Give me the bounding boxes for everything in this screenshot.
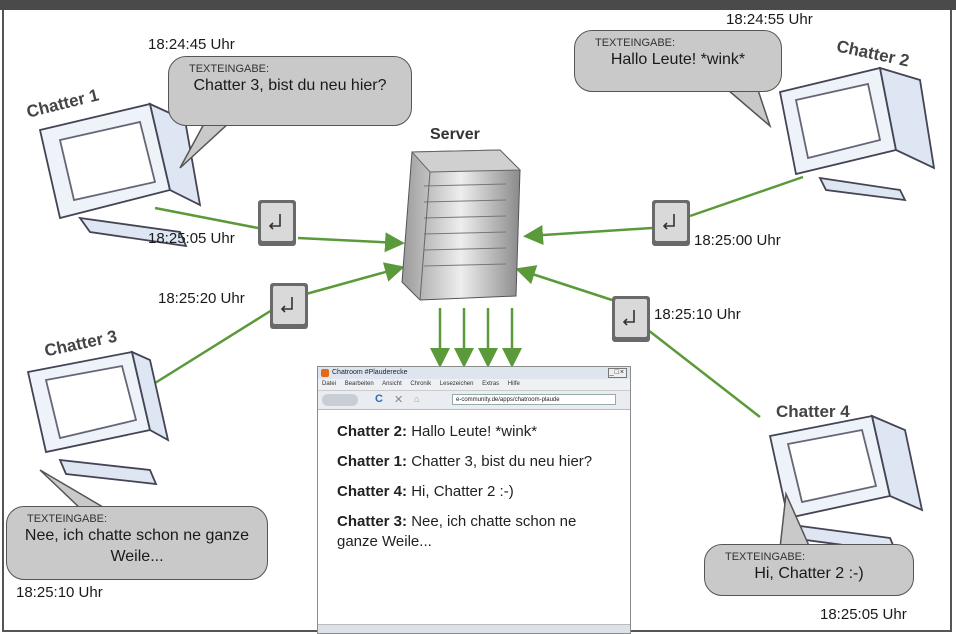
browser-title-bar: Chatroom #Plauderecke _□×: [318, 367, 630, 379]
chatroom-browser-window: Chatroom #Plauderecke _□× Datei Bearbeit…: [317, 366, 631, 634]
menu-bearbeiten[interactable]: Bearbeiten: [344, 381, 374, 387]
menu-lesezeichen[interactable]: Lesezeichen: [439, 381, 474, 387]
browser-status-bar: [318, 624, 630, 633]
line-c4: [647, 329, 761, 418]
bubble-c4: TEXTEINGABE: Hi, Chatter 2 :-): [704, 544, 914, 596]
enter-key-c1: [258, 200, 296, 246]
chat-sender: Chatter 3:: [337, 513, 408, 530]
chat-sender: Chatter 1:: [337, 453, 408, 470]
timestamp-c3-sent: 18:25:20 Uhr: [158, 290, 245, 307]
window-controls[interactable]: _□×: [607, 368, 627, 378]
arrow-c1-server: [297, 232, 405, 253]
browser-app-icon: [321, 369, 329, 377]
chat-message: Chatter 4: Hi, Chatter 2 :-): [337, 482, 612, 502]
browser-menu-bar: Datei Bearbeiten Ansicht Chronik Lesezei…: [318, 379, 630, 391]
browser-nav-bar: C ✕ ⌂ e-community.de/apps/chatroom-plaud…: [318, 391, 630, 410]
menu-extras[interactable]: Extras: [482, 381, 500, 387]
bubble-c3-text: Nee, ich chatte schon ne ganze Weile...: [24, 527, 250, 565]
connection-lines: [154, 175, 804, 418]
url-field[interactable]: e-community.de/apps/chatroom-plaude: [452, 394, 616, 405]
arrow-c4-server: [515, 265, 613, 302]
chat-text: Hallo Leute! *wink*: [411, 423, 538, 440]
menu-ansicht[interactable]: Ansicht: [382, 381, 402, 387]
stop-icon[interactable]: ✕: [394, 394, 404, 406]
enter-key-c4: [612, 296, 650, 342]
timestamp-c1-typed: 18:24:45 Uhr: [148, 36, 235, 53]
chat-text: Chatter 3, bist du neu hier?: [411, 453, 593, 470]
monitor-c1: [38, 102, 202, 248]
timestamp-c3-typed: 18:25:10 Uhr: [16, 584, 103, 601]
chat-sender: Chatter 2:: [337, 423, 408, 440]
chat-text: Nee, ich chatte schon ne ganze Weile...: [337, 513, 577, 550]
bubble-c1-text: Chatter 3, bist du neu hier?: [193, 77, 387, 94]
chat-message: Chatter 1: Chatter 3, bist du neu hier?: [337, 452, 612, 472]
timestamp-c2-sent: 18:25:00 Uhr: [694, 232, 781, 249]
bubble-c1-caption: TEXTEINGABE:: [189, 63, 270, 75]
menu-hilfe[interactable]: Hilfe: [507, 381, 520, 387]
timestamp-c4-sent: 18:25:10 Uhr: [654, 306, 741, 323]
line-c1: [154, 206, 259, 230]
bubble-c3-caption: TEXTEINGABE:: [27, 513, 108, 525]
line-c2: [689, 175, 804, 218]
menu-chronik[interactable]: Chronik: [410, 381, 432, 387]
timestamp-c4-typed: 18:25:05 Uhr: [820, 606, 907, 623]
enter-keys: [258, 200, 690, 342]
browser-title: Chatroom #Plauderecke: [332, 369, 408, 376]
chat-message: Chatter 3: Nee, ich chatte schon ne ganz…: [337, 512, 612, 552]
line-c3: [154, 308, 273, 385]
monitors: [26, 66, 936, 554]
back-forward-icon[interactable]: [322, 394, 358, 406]
bubble-c4-caption: TEXTEINGABE:: [725, 551, 806, 563]
bubble-c2-caption: TEXTEINGABE:: [595, 37, 676, 49]
monitor-c3: [26, 350, 170, 486]
menu-datei[interactable]: Datei: [322, 381, 337, 387]
server-label: Server: [430, 126, 480, 143]
enter-key-c2: [652, 200, 690, 246]
bubble-c3: TEXTEINGABE: Nee, ich chatte schon ne ga…: [6, 506, 268, 580]
timestamp-c2-typed: 18:24:55 Uhr: [726, 11, 813, 28]
enter-key-c3: [270, 283, 308, 329]
arrow-c2-server: [523, 225, 653, 246]
chat-message: Chatter 2: Hallo Leute! *wink*: [337, 422, 612, 442]
bubble-c2: TEXTEINGABE: Hallo Leute! *wink*: [574, 30, 782, 92]
chatter-4-label: Chatter 4: [776, 402, 850, 421]
top-bar: [0, 0, 956, 10]
bubble-c2-text: Hallo Leute! *wink*: [610, 51, 746, 68]
chat-text: Hi, Chatter 2 :-): [411, 483, 514, 500]
chat-sender: Chatter 4:: [337, 483, 408, 500]
server-illustration: [401, 149, 522, 301]
bubble-c4-text: Hi, Chatter 2 :-): [754, 565, 864, 582]
arrow-c3-server: [305, 262, 405, 296]
reload-icon[interactable]: C: [375, 393, 383, 405]
monitor-c4: [768, 414, 924, 554]
home-icon[interactable]: ⌂: [414, 394, 420, 404]
bubble-c1: TEXTEINGABE: Chatter 3, bist du neu hier…: [168, 56, 412, 126]
bubble-tails: [39, 89, 812, 549]
timestamp-c1-sent: 18:25:05 Uhr: [148, 230, 235, 247]
monitor-c2: [778, 66, 936, 202]
chat-log: Chatter 2: Hallo Leute! *wink* Chatter 1…: [318, 410, 630, 552]
